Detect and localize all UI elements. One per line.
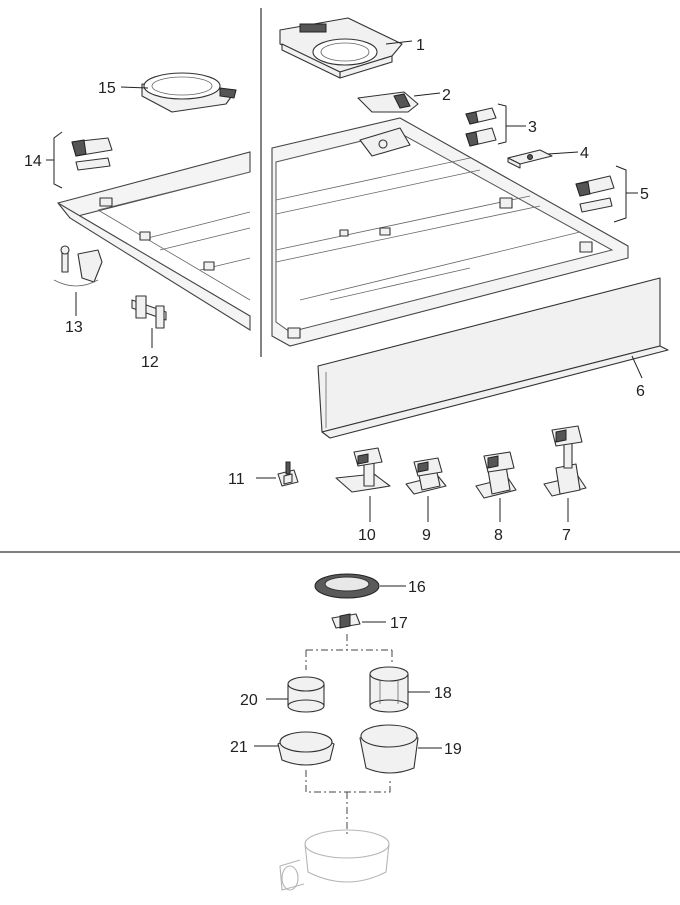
part-15-ring-holder xyxy=(141,72,237,113)
callout-21: 21 xyxy=(230,739,248,756)
part-10-foot xyxy=(335,447,391,493)
callout-3: 3 xyxy=(528,119,537,136)
frame-left-section xyxy=(57,151,251,331)
callout-16: 16 xyxy=(408,579,426,596)
callout-8: 8 xyxy=(494,527,503,544)
leader-lines xyxy=(46,40,643,749)
dashed-assembly-line-top xyxy=(305,634,393,670)
part-4-connector-plate xyxy=(507,149,553,169)
part-6-front-panel xyxy=(317,277,669,439)
callout-18: 18 xyxy=(434,685,452,702)
part-2-corner-bracket xyxy=(357,91,419,113)
part-1-drain-support-plate xyxy=(279,17,403,79)
callout-14: 14 xyxy=(24,153,42,170)
callout-20: 20 xyxy=(240,692,258,709)
part-11-small-clip xyxy=(277,461,299,487)
callout-4: 4 xyxy=(580,145,589,162)
callout-6: 6 xyxy=(636,383,645,400)
frame-right-section xyxy=(271,117,629,347)
drain-body-ghost xyxy=(279,829,390,891)
callout-11: 11 xyxy=(228,471,245,488)
callout-9: 9 xyxy=(422,527,431,544)
part-3-clip-pair xyxy=(465,107,497,147)
callout-5: 5 xyxy=(640,186,649,203)
part-18-insert xyxy=(369,666,409,713)
part-8-foot xyxy=(475,451,517,499)
callout-10: 10 xyxy=(358,527,376,544)
part-13-screw-and-bracket xyxy=(53,245,103,287)
callout-2: 2 xyxy=(442,87,451,104)
part-9-foot xyxy=(405,457,447,495)
part-5-clip-set xyxy=(575,175,615,213)
callout-17: 17 xyxy=(390,615,408,632)
part-19-housing xyxy=(359,724,419,774)
callout-1: 1 xyxy=(416,37,425,54)
callout-12: 12 xyxy=(141,354,159,371)
callout-15: 15 xyxy=(98,80,116,97)
callout-7: 7 xyxy=(562,527,571,544)
callout-13: 13 xyxy=(65,319,83,336)
part-17-connector xyxy=(331,613,361,629)
part-7-foot xyxy=(543,425,587,497)
part-16-sealing-ring xyxy=(314,573,380,599)
part-20-insert xyxy=(287,676,325,713)
dashed-assembly-line-bottom xyxy=(305,770,391,836)
part-12-mounting-bracket xyxy=(131,295,167,329)
callout-19: 19 xyxy=(444,741,462,758)
part-14-clip-pair xyxy=(71,137,113,171)
part-21-housing xyxy=(277,731,335,766)
